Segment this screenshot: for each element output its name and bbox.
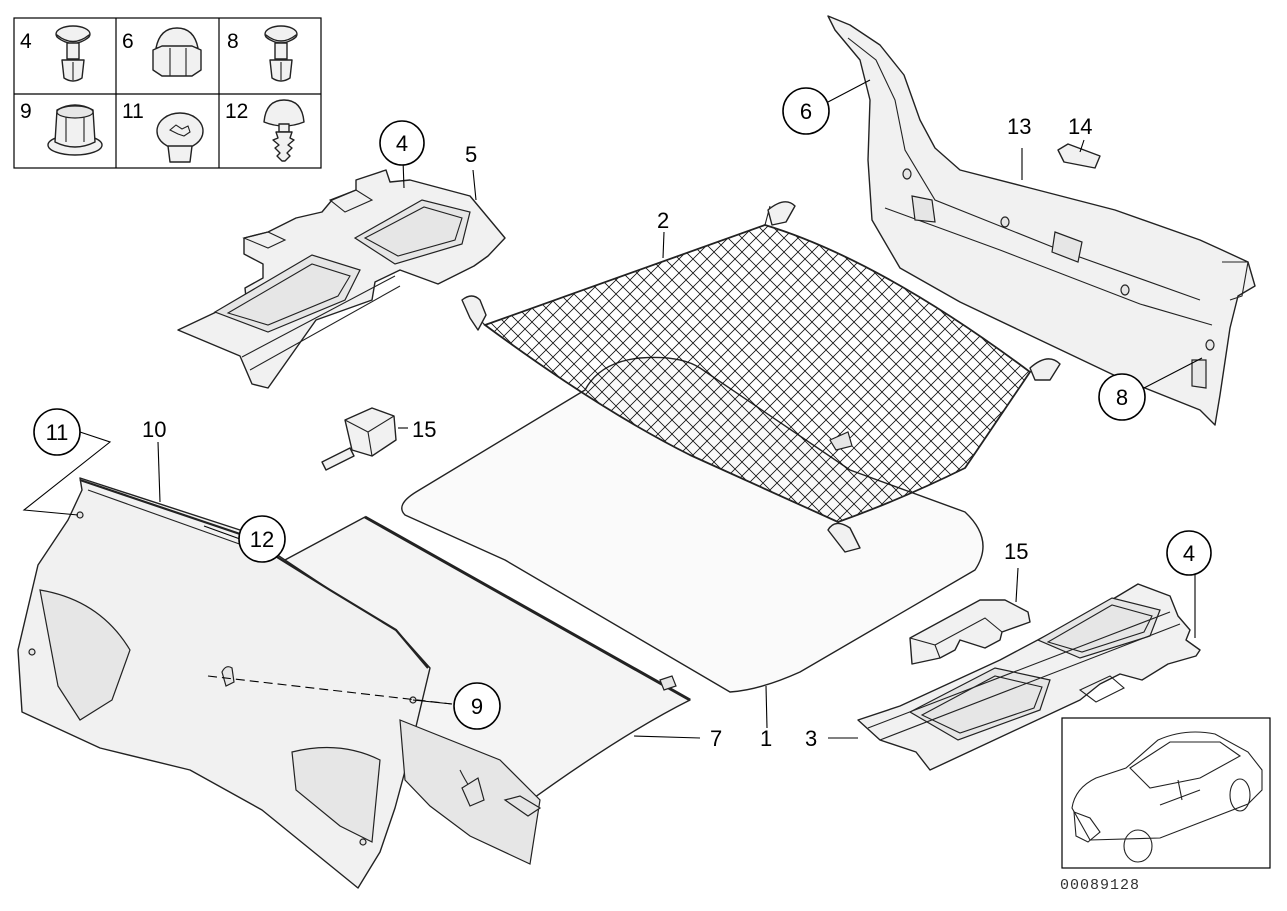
callout-4-upper: 4 <box>379 120 425 166</box>
callout-15-lower: 15 <box>1004 539 1028 564</box>
torx-screw-icon <box>156 112 204 163</box>
callout-15-upper: 15 <box>412 417 436 442</box>
callout-label: 8 <box>1116 385 1128 410</box>
callout-label: 4 <box>1183 541 1195 566</box>
callout-label: 13 <box>1007 114 1031 139</box>
callout-label: 4 <box>396 131 408 156</box>
inset-number-12: 12 <box>225 100 248 123</box>
callout-label: 6 <box>800 99 812 124</box>
storage-tray-right <box>857 583 1201 771</box>
rear-trim-panel <box>827 15 1256 426</box>
leader-lines <box>22 79 1203 739</box>
callout-label: 1 <box>760 726 772 751</box>
callout-10: 10 <box>142 417 166 442</box>
callout-label: 12 <box>250 527 274 552</box>
push-rivet-icon <box>264 25 298 82</box>
inset-number-11: 11 <box>122 100 144 123</box>
expanding-clip-icon <box>47 104 103 156</box>
foam-block-lower <box>909 599 1031 665</box>
callout-2: 2 <box>657 208 669 233</box>
cargo-net <box>461 201 1061 553</box>
side-trim-panel <box>17 477 542 889</box>
callout-1: 1 <box>760 726 772 751</box>
callout-9: 9 <box>453 682 501 730</box>
vehicle-thumbnail <box>1061 717 1271 869</box>
callout-label: 15 <box>1004 539 1028 564</box>
callout-label: 3 <box>805 726 817 751</box>
callout-label: 15 <box>412 417 436 442</box>
callout-4-lower: 4 <box>1166 530 1212 576</box>
callout-3: 3 <box>805 726 817 751</box>
callout-14: 14 <box>1068 114 1092 139</box>
diagram-code: 00089128 <box>1060 877 1140 894</box>
callout-5: 5 <box>465 142 477 167</box>
callout-label: 7 <box>710 726 722 751</box>
callout-label: 2 <box>657 208 669 233</box>
callout-label: 11 <box>46 420 69 445</box>
callout-6: 6 <box>782 87 830 135</box>
callout-12: 12 <box>238 515 286 563</box>
storage-tray-left <box>177 169 506 389</box>
callout-8: 8 <box>1098 373 1146 421</box>
callout-11: 11 <box>33 408 81 456</box>
callout-7: 7 <box>710 726 722 751</box>
inset-number-4: 4 <box>20 30 32 53</box>
fastener-inset-grid: 4 6 8 9 11 12 <box>13 17 322 169</box>
small-pad <box>1057 143 1101 169</box>
callout-label: 14 <box>1068 114 1092 139</box>
push-rivet-icon <box>55 25 91 82</box>
foam-block-upper <box>321 407 397 471</box>
callout-label: 10 <box>142 417 166 442</box>
inset-number-8: 8 <box>227 30 239 53</box>
callout-label: 9 <box>471 694 483 719</box>
hex-cap-nut-icon <box>152 27 202 77</box>
inset-number-6: 6 <box>122 30 134 53</box>
inset-number-9: 9 <box>20 100 32 123</box>
callout-13: 13 <box>1007 114 1031 139</box>
callout-label: 5 <box>465 142 477 167</box>
christmas-tree-clip-icon <box>263 99 305 162</box>
